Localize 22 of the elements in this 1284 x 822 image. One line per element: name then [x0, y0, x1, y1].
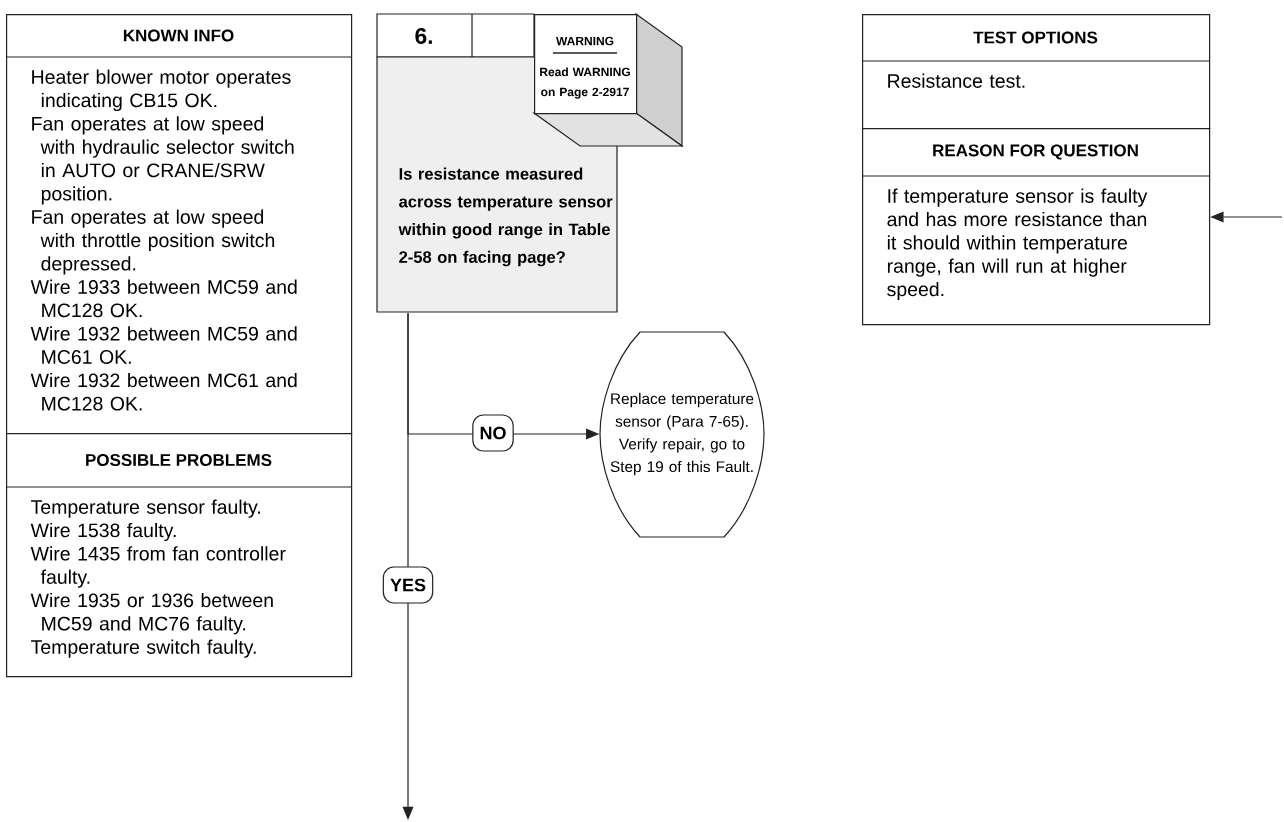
list-item: Temperature switch faulty. — [31, 639, 256, 658]
list-item: Fan operates at low speed with throttle position switch depressed. — [32, 209, 275, 275]
list-item: Wire 1932 between MC61 and MC128 OK. — [30, 372, 297, 411]
edge-label: NO — [472, 414, 514, 452]
list-item: Fan operates at low speed with hydraulic selector switch in AUTO or CRANE/SRW position. — [32, 116, 294, 205]
panel-heading: REASON FOR QUESTION — [933, 144, 1138, 160]
list-item: Wire 1935 or 1936 between MC59 and MC76 faulty. — [30, 592, 273, 635]
list-item: Wire 1932 between MC59 and MC61 OK. — [30, 326, 297, 364]
panel-heading: POSSIBLE PROBLEMS — [86, 454, 272, 467]
list-item: Temperature sensor faulty. — [31, 499, 260, 518]
panel-heading: TEST OPTIONS — [973, 31, 1098, 44]
edge-label: YES — [382, 566, 434, 604]
warning-heading: WARNING — [556, 36, 614, 46]
terminal-box: Replace temperature sensor (Para 7-65). Verify repair, go to Step 19 of this Fault. — [599, 331, 765, 538]
step-number: 6. — [415, 28, 432, 45]
list-item: Heater blower motor operates indicating CB15 OK. — [32, 69, 291, 112]
list-item: Wire 1538 faulty. — [30, 522, 176, 542]
list-item: Wire 1933 between MC59 and MC128 OK. — [30, 279, 297, 318]
list-item: Resistance test. — [888, 73, 1025, 88]
list-item: If temperature sensor is faulty and has more resistance than it should within temperature range, fan will run at higher speed. — [887, 188, 1148, 301]
list-item: Wire 1435 from fan controller faulty. — [30, 546, 286, 588]
panel-heading: KNOWN INFO — [123, 29, 234, 42]
